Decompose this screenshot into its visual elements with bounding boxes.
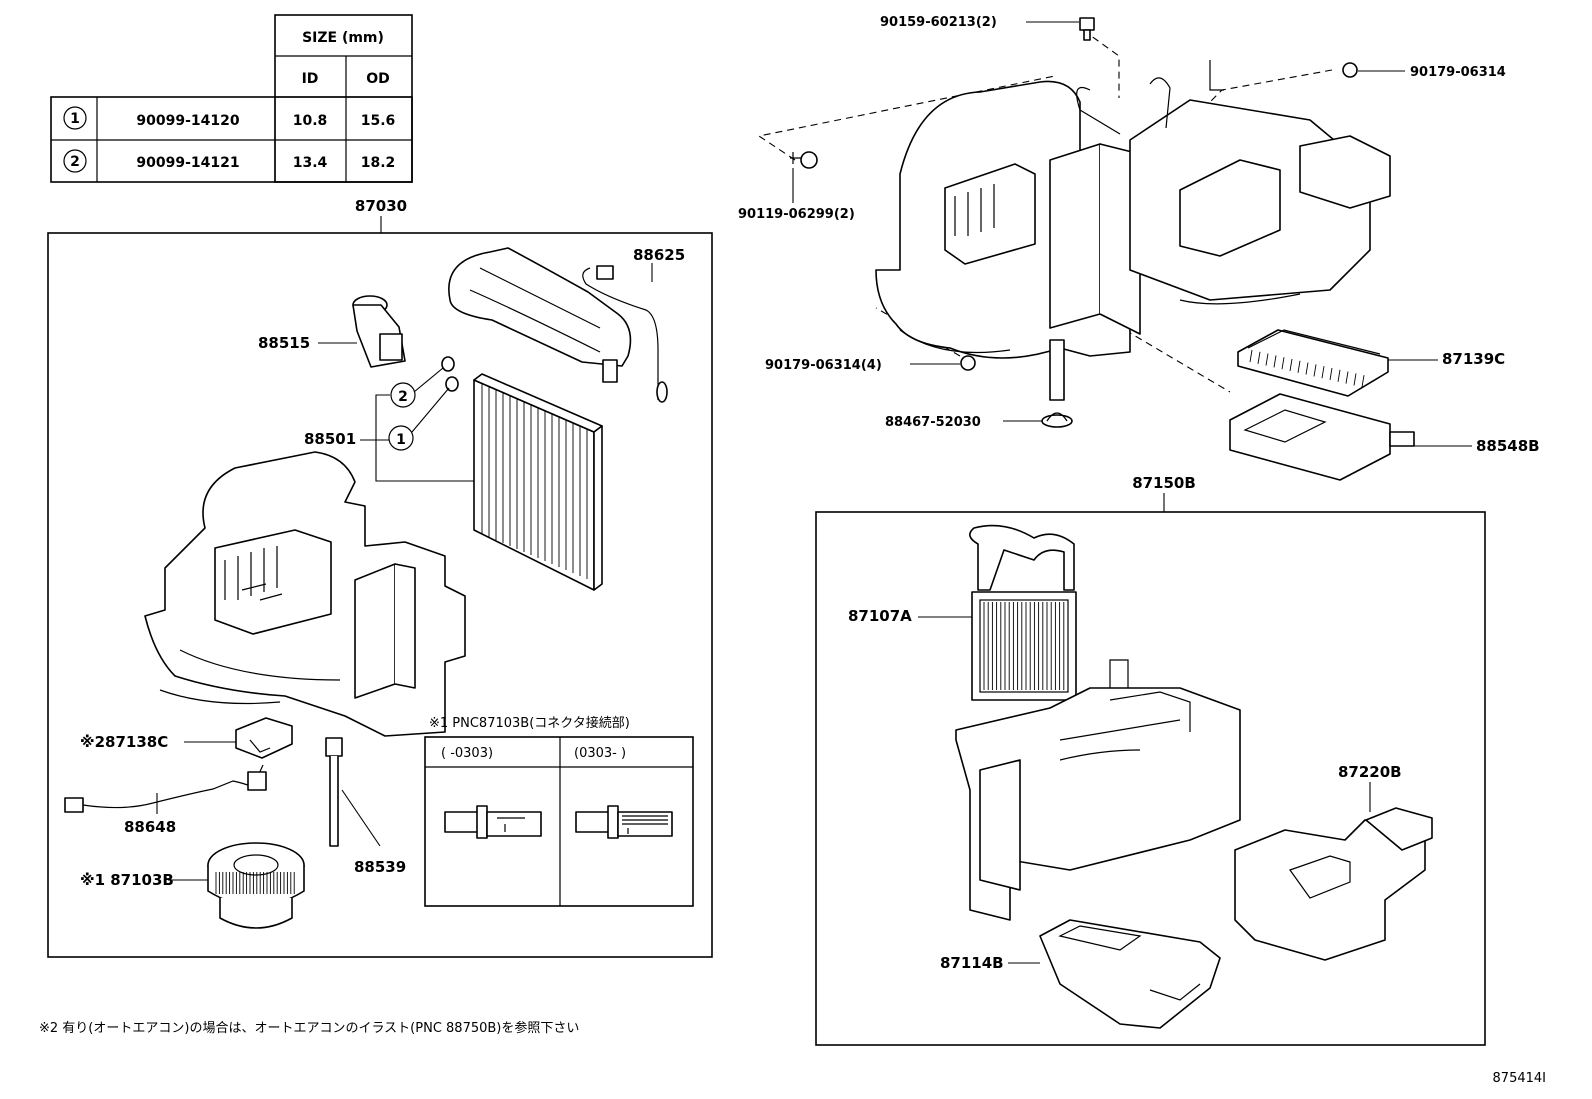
thermistor-wire-part [582,265,668,403]
figure-id: 875414I [1493,1071,1546,1086]
label-87139c: 87139C [1442,350,1505,368]
table-cell-part: 90099-14121 [136,155,239,171]
circled-marker-icon [390,382,416,408]
filter-cover-part [1229,393,1415,481]
table-cell-od: 15.6 [361,113,396,129]
grommet-part [1041,412,1073,428]
table-cell-id: 13.4 [293,155,328,171]
marker-1: 1 [396,432,406,448]
table-cell-id: 10.8 [293,113,328,129]
label-88648: 88648 [124,818,176,836]
main-unit-assembly [757,29,1391,401]
label-87114b: 87114B [940,954,1004,972]
label-87107a: 87107A [848,607,912,625]
clip-part [1342,62,1358,78]
group-title-87150b: 87150B [1132,474,1196,492]
bolt-part [1079,17,1095,41]
aspirator-duct-part [1234,807,1433,961]
air-filter-part [1237,329,1389,397]
o-ring-part [445,376,459,392]
wire-harness-part [64,764,267,813]
label-87103b: ※1 87103B [80,871,174,889]
size-table-header: SIZE (mm) [302,30,384,46]
group-frame-87150b [815,511,1486,1046]
evaporator-part [473,373,603,591]
label-88501: 88501 [304,430,356,448]
table-row-marker: 1 [70,111,80,127]
table-cell-od: 18.2 [361,155,396,171]
label-88467-52030: 88467-52030 [885,415,981,430]
size-table-col-id: ID [302,71,319,87]
label-87138c: ※287138C [80,733,168,751]
label-90119-06299: 90119-06299(2) [738,207,855,222]
clip-part [960,355,976,371]
group-title-87030: 87030 [355,197,407,215]
label-90159-60213: 90159-60213(2) [880,15,997,30]
drain-hose-part [325,737,343,847]
pipe-bracket-part [448,247,632,383]
connector-icon [575,805,673,839]
size-table: SIZE (mm) ID OD 1 90099-14120 10.8 15.6 … [50,14,413,183]
o-ring-part [441,356,455,372]
size-table-col-od: OD [366,71,390,87]
inset-col-1: ( -0303) [441,746,493,761]
connector-icon [444,805,542,839]
circled-marker-icon [63,106,87,130]
label-88548b: 88548B [1476,437,1540,455]
pressure-switch-part [352,295,406,368]
screw-part [790,151,818,169]
label-88625: 88625 [633,246,685,264]
label-88515: 88515 [258,334,310,352]
group-87150b: 87150B 87107A 87220B [815,474,1486,1046]
table-cell-part: 90099-14120 [136,113,239,129]
group-87030: 87030 88625 88515 2 [47,197,713,958]
blower-motor-part [207,842,305,929]
group-frame-87030 [47,232,713,958]
connector-inset: ※1 PNC87103B(コネクタ接続部) ( -0303) (0303- ) [424,715,694,907]
circled-marker-icon [388,425,414,451]
circled-marker-icon [63,149,87,173]
marker-2: 2 [398,389,408,405]
table-row-marker: 2 [70,154,80,170]
heater-unit-case-part [955,659,1241,921]
label-87220b: 87220B [1338,763,1402,781]
inset-title: ※1 PNC87103B(コネクタ接続部) [429,715,630,731]
label-88539: 88539 [354,858,406,876]
duct-part [1039,919,1221,1029]
servo-motor-part [235,717,293,759]
footnote: ※2 有り(オートエアコン)の場合は、オートエアコンのイラスト(PNC 8875… [39,1020,579,1036]
label-90179-06314-4: 90179-06314(4) [765,358,882,373]
inset-col-2: (0303- ) [574,746,626,761]
blower-housing-part [144,451,466,737]
heater-core-part [969,524,1077,701]
label-90179-06314: 90179-06314 [1410,65,1506,80]
